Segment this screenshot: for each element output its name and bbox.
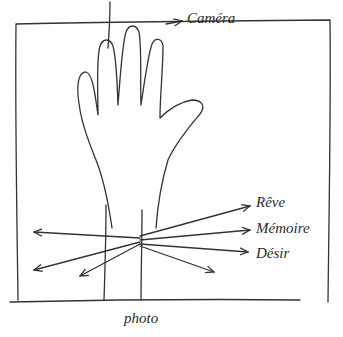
radiating-arrow [34, 242, 140, 270]
hand-outline [78, 26, 203, 228]
radiating-arrow [140, 246, 214, 272]
camera-pointer [166, 21, 182, 24]
radiating-arrow [80, 244, 140, 276]
note-label: Mémoire [254, 220, 312, 237]
vertical-strip [104, 2, 142, 300]
photo-label: photo [122, 310, 160, 327]
note-label: Rêve [254, 194, 287, 211]
photo-frame [10, 20, 330, 302]
radiating-arrow [140, 230, 250, 240]
camera-label: Caméra [185, 10, 237, 27]
radiating-arrow [140, 244, 248, 252]
note-label: Désir [254, 245, 291, 262]
radiating-arrow [34, 232, 140, 238]
